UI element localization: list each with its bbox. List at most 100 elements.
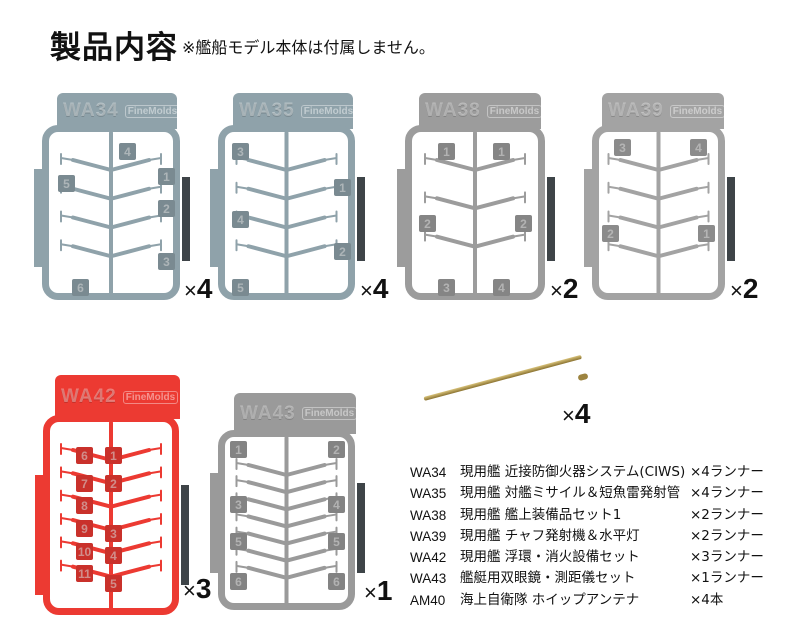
sprue-multiplier: ×4 [184, 273, 212, 305]
multiplier-symbol: × [184, 278, 197, 303]
sprue-part [323, 513, 338, 518]
part-number-tag: 3 [438, 279, 455, 296]
sprue-part [473, 158, 515, 172]
sprue-part [148, 157, 162, 161]
part-number-tag: 2 [515, 215, 532, 232]
item-quantity: ×4ランナー [690, 485, 764, 502]
sprue-part [435, 196, 477, 211]
part-number-tag: 5 [58, 175, 75, 192]
sprue-part [60, 563, 74, 568]
multiplier-count: 4 [196, 273, 213, 304]
part-number-tag: 3 [105, 525, 122, 542]
sprue-part [60, 493, 74, 498]
sprue-part [246, 158, 289, 172]
item-code: WA35 [410, 486, 447, 502]
sprue-part [607, 243, 622, 248]
finemolds-logo: FineMolds [301, 407, 358, 420]
multiplier-symbol: × [562, 403, 575, 428]
part-number-tag: 1 [105, 447, 122, 464]
sprue-part [323, 214, 338, 219]
sprue-part [435, 158, 477, 172]
sprue-part [148, 517, 162, 521]
sprue-part [246, 480, 289, 495]
whip-antenna-image [423, 354, 582, 401]
item-quantity: ×1ランナー [690, 570, 764, 587]
sprue-part [284, 514, 327, 529]
sprue-part [246, 497, 289, 512]
sprue-code-label: WA35 [239, 100, 295, 121]
sprue-part [323, 530, 338, 535]
part-number-tag: 2 [334, 243, 351, 260]
sprue-part [246, 463, 289, 477]
part-number-tag: 4 [119, 143, 136, 160]
sprue-part [71, 215, 113, 230]
part-number-tag: 3 [158, 253, 175, 270]
finemolds-logo: FineMolds [122, 390, 179, 404]
item-name: 現用艦 浮環・消火設備セット [460, 549, 640, 566]
sprue-part [60, 540, 74, 545]
part-number-tag: 2 [602, 225, 619, 242]
sprue-part [235, 513, 250, 518]
antenna-multiplier: ×4 [562, 398, 590, 430]
part-number-tag: 2 [328, 441, 345, 458]
item-quantity: ×3ランナー [690, 549, 764, 566]
sprue-part [60, 243, 74, 248]
sprue-part [246, 531, 289, 546]
item-code: WA34 [410, 465, 447, 480]
page-title: 製品内容 [50, 30, 178, 66]
sprue-side-tab-right [182, 177, 190, 261]
sprue-code-label: WA34 [63, 100, 119, 121]
sprue-side-tab-right [357, 483, 365, 573]
part-number-tag: 2 [105, 475, 122, 492]
sprue-part [71, 244, 113, 259]
sprue-tag: WA42 FineMolds [55, 375, 180, 419]
sprue-part [235, 462, 250, 466]
part-number-tag: 3 [614, 139, 631, 156]
sprue-part [618, 186, 661, 201]
sprue-part [656, 244, 699, 259]
sprue-part [473, 234, 515, 249]
part-number-tag: 11 [76, 565, 93, 582]
sprue-part [512, 195, 526, 200]
sprue-part [424, 195, 438, 200]
sprue-part [60, 447, 74, 451]
sprue-part [512, 157, 526, 161]
sprue-part [607, 185, 622, 190]
part-number-tag: 9 [76, 520, 93, 537]
sprue-part [618, 244, 661, 259]
sprue-part [284, 531, 327, 546]
sprue-multiplier: ×4 [360, 273, 388, 305]
item-name: 艦艇用双眼鏡・測距儀セット [460, 570, 636, 587]
multiplier-count: 1 [376, 575, 393, 606]
part-number-tag: 5 [230, 533, 247, 550]
item-quantity: ×4ランナー [690, 464, 764, 480]
sprue-code-label: WA42 [61, 386, 117, 407]
sprue-part [284, 463, 327, 477]
sprue-part [323, 157, 338, 161]
sprue-part [284, 215, 327, 230]
sprue-part [323, 564, 338, 569]
disclaimer-note: ※艦船モデル本体は付属しません。 [182, 38, 435, 57]
sprue-part [695, 185, 710, 190]
sprue-part [109, 244, 151, 259]
antenna-count: 4 [574, 398, 591, 429]
part-number-tag: 2 [419, 215, 436, 232]
sprue-part [323, 462, 338, 466]
sprue-part [246, 215, 289, 230]
item-name: 海上自衛隊 ホイップアンテナ [460, 591, 640, 608]
sprue-part [60, 470, 74, 475]
multiplier-symbol: × [360, 278, 373, 303]
